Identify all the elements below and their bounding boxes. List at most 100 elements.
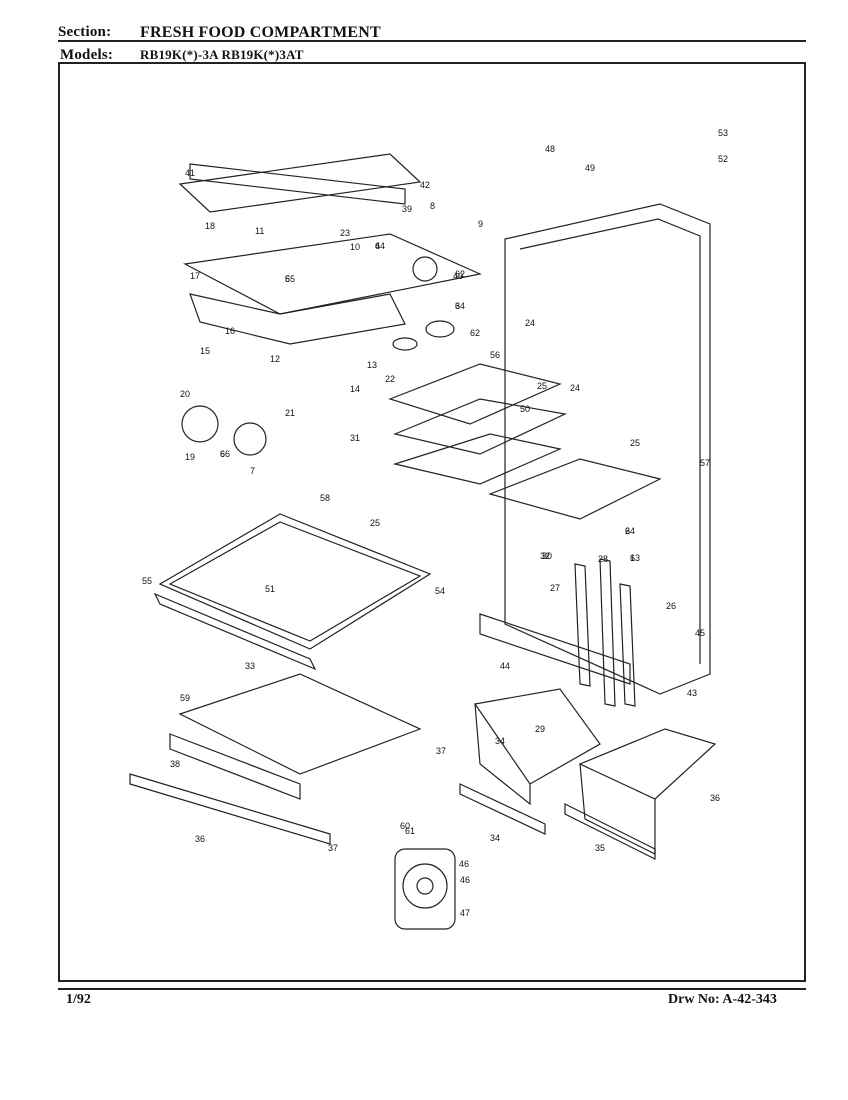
callout-3: 3 [455,301,460,311]
callout-26: 26 [666,601,676,611]
callout-51: 51 [265,584,275,594]
callout-33: 33 [245,661,255,671]
callout-62: 62 [455,269,465,279]
callout-34: 34 [490,833,500,843]
callout-63: 63 [630,553,640,563]
callout-65: 65 [285,274,295,284]
crisper-drawer-left [473,688,601,785]
callout-34: 34 [495,736,505,746]
callout-50: 50 [520,404,530,414]
callout-47: 47 [460,908,470,918]
callout-60: 60 [400,821,410,831]
callout-46: 46 [459,859,469,869]
exploded-parts-diagram: 1234567891011121314151617181920212223242… [129,128,728,930]
callout-16: 16 [225,326,235,336]
callout-19: 19 [185,452,195,462]
glass-shelf [158,513,432,650]
callout-24: 24 [525,318,535,328]
models-value: RB19K(*)-3A RB19K(*)3AT [140,47,304,62]
callout-49: 49 [585,163,595,173]
callout-36: 36 [710,793,720,803]
callout-41: 41 [185,168,195,178]
callout-64: 64 [625,526,635,536]
crisper-cover [178,673,422,775]
callout-4: 4 [375,241,380,251]
callout-36: 36 [195,834,205,844]
cabinet-liner [504,203,711,695]
callout-37: 37 [436,746,446,756]
callout-54: 54 [435,586,445,596]
shelf-middle [392,433,562,485]
callout-55: 55 [142,576,152,586]
callout-46: 46 [460,875,470,885]
callout-37: 37 [328,843,338,853]
callout-48: 48 [545,144,555,154]
callout-52: 52 [718,154,728,164]
callout-25: 25 [370,518,380,528]
callout-44: 44 [500,661,510,671]
front-trim [129,773,331,845]
callout-25: 25 [537,381,547,391]
crisper-drawer-right [578,728,717,800]
callout-30: 30 [542,551,552,561]
callout-27: 27 [550,583,560,593]
cover-panel [479,613,631,685]
callout-61: 61 [405,826,415,836]
top-rail [189,163,406,205]
callout-64: 64 [375,241,385,251]
callout-8: 8 [430,201,435,211]
section-label: Section: [58,24,112,40]
callout-21: 21 [285,408,295,418]
shelf-right [488,458,662,520]
callout-59: 59 [180,693,190,703]
callout-9: 9 [478,219,483,229]
callout-29: 29 [535,724,545,734]
models-label: Models: [60,47,114,63]
callout-32: 32 [540,551,550,561]
callout-66: 66 [220,449,230,459]
callout-31: 31 [350,433,360,443]
callout-22: 22 [385,374,395,384]
callout-62: 62 [470,328,480,338]
callout-64: 64 [455,301,465,311]
callout-11: 11 [255,226,264,236]
roller-wheel [402,863,448,909]
callout-14: 14 [350,384,360,394]
callout-18: 18 [205,221,215,231]
callout-58: 58 [320,493,330,503]
callout-43: 43 [687,688,697,698]
callout-6: 6 [220,449,225,459]
callout-24: 24 [570,383,580,393]
callout-45: 45 [695,628,705,638]
callout-40: 40 [453,271,463,281]
callout-56: 56 [490,350,500,360]
control-housing [178,153,422,213]
footer-rule [58,988,806,990]
callout-5: 5 [285,274,290,284]
diagram-frame [58,62,806,982]
fan-blade [181,405,219,443]
callout-15: 15 [200,346,210,356]
callout-53: 53 [718,128,728,138]
callout-28: 28 [598,554,608,564]
callout-57: 57 [700,458,710,468]
callout-7: 7 [250,466,255,476]
callout-13: 13 [367,360,377,370]
footer-drawing-number: Drw No: A-42-343 [668,992,777,1007]
callout-17: 17 [190,271,200,281]
callout-1: 1 [630,553,635,563]
shelf-upper [388,363,562,425]
section-value: FRESH FOOD COMPARTMENT [140,24,381,41]
callout-35: 35 [595,843,605,853]
header-rule [58,40,806,42]
callout-25: 25 [630,438,640,448]
footer-date: 1/92 [66,992,91,1007]
callout-10: 10 [350,242,360,252]
callout-23: 23 [340,228,350,238]
callout-2: 2 [625,526,630,536]
callout-42: 42 [420,180,430,190]
callout-38: 38 [170,759,180,769]
callout-39: 39 [402,204,412,214]
callout-12: 12 [270,354,280,364]
callout-20: 20 [180,389,190,399]
